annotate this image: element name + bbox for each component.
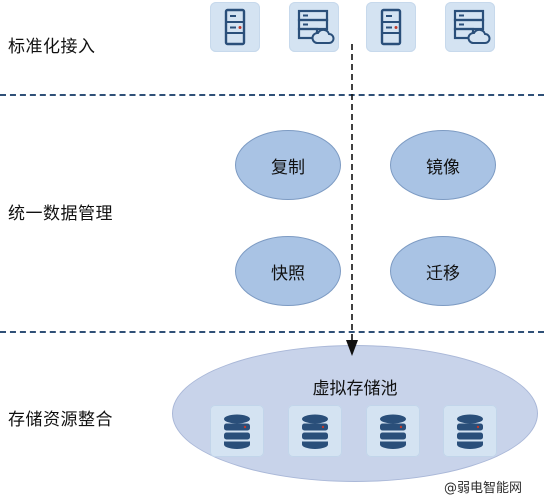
database-icon [366,405,420,457]
function-migrate-label: 迁移 [426,263,460,284]
layer-label-access: 标准化接入 [8,37,96,57]
function-snapshot: 快照 [235,236,341,306]
function-copy: 复制 [235,130,341,200]
function-snapshot-label: 快照 [271,263,305,284]
database-icon [288,405,342,457]
function-mirror: 镜像 [390,130,496,200]
layer-divider-bottom [0,331,544,333]
layer-label-integration: 存储资源整合 [8,410,113,430]
pool-title: 虚拟存储池 [312,379,398,399]
cloud-server-icon [289,2,339,52]
database-icon [443,405,497,457]
watermark: @弱电智能网 [444,481,523,496]
cloud-server-icon [445,2,495,52]
layer-divider-top [0,94,544,96]
function-migrate: 迁移 [390,236,496,306]
layer-label-management: 统一数据管理 [8,204,113,224]
database-icon [210,405,264,457]
function-copy-label: 复制 [271,157,305,178]
server-icon [366,2,416,52]
function-mirror-label: 镜像 [426,157,460,178]
server-icon [210,2,260,52]
